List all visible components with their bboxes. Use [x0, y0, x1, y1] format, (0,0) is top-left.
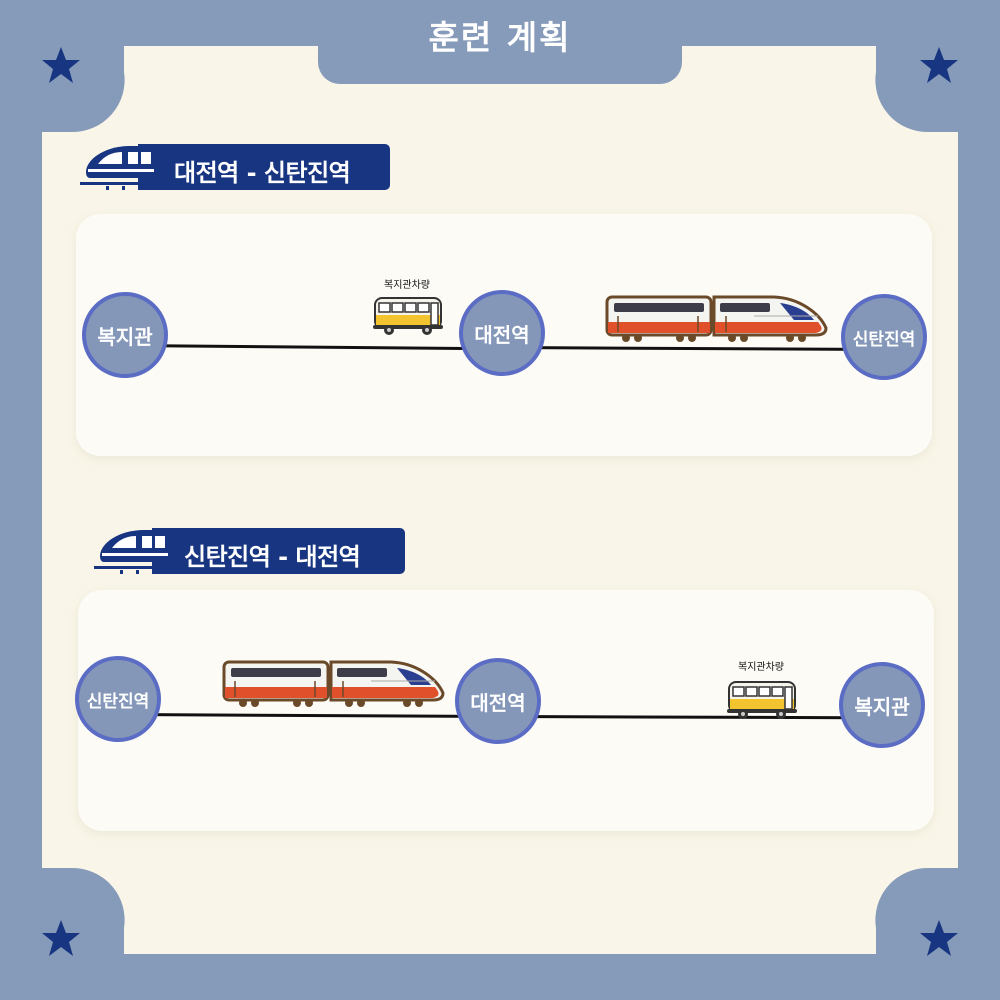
train-icon — [94, 530, 170, 574]
bus-label: 복지관차량 — [384, 280, 430, 291]
station-label: 복지관 — [97, 324, 153, 349]
section-title: 대전역 - 신탄진역 — [174, 159, 351, 187]
station-daejeon: 대전역 — [459, 290, 545, 376]
station-label: 복지관 — [854, 694, 910, 719]
title-tab: 훈련 계획 — [318, 0, 682, 84]
train-icon — [80, 146, 156, 190]
station-sintanjin: 신탄진역 — [841, 294, 927, 380]
bus-label: 복지관차량 — [738, 662, 784, 673]
station-sintanjin: 신탄진역 — [75, 656, 161, 742]
page-title: 훈련 계획 — [428, 18, 572, 57]
star-icon — [42, 920, 80, 956]
station-label: 신탄진역 — [852, 329, 916, 350]
star-icon — [42, 47, 80, 83]
section-banner — [138, 144, 390, 190]
station-welfare-center: 복지관 — [839, 662, 925, 748]
section-title: 신탄진역 - 대전역 — [184, 543, 361, 571]
bus-icon — [727, 681, 797, 719]
star-icon — [920, 920, 958, 956]
section-banner — [152, 528, 405, 574]
station-label: 신탄진역 — [86, 691, 150, 712]
ktx-train-icon — [605, 295, 828, 342]
station-label: 대전역 — [474, 322, 530, 347]
ktx-train-icon — [222, 660, 445, 707]
station-daejeon: 대전역 — [455, 658, 541, 744]
bus-icon — [373, 297, 443, 335]
station-label: 대전역 — [470, 690, 526, 715]
star-icon — [920, 47, 958, 83]
station-welfare-center: 복지관 — [82, 292, 168, 378]
